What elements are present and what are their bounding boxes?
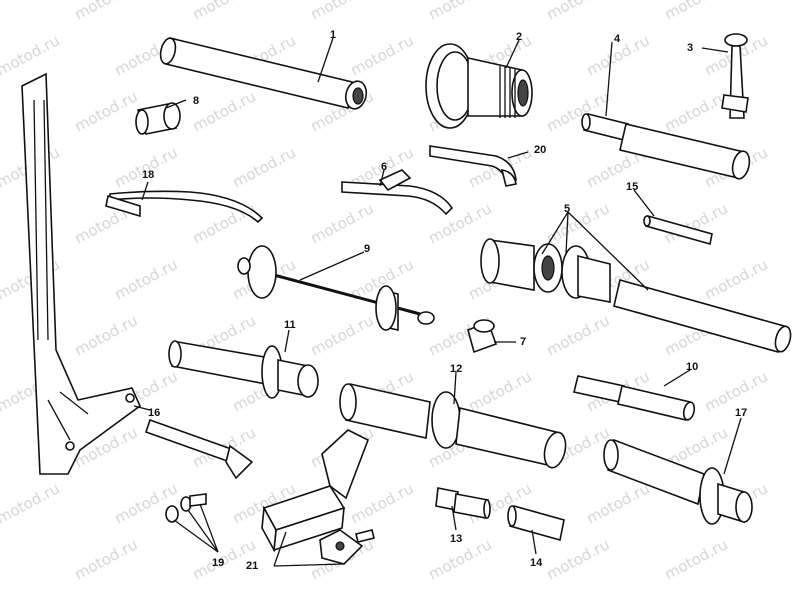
watermark-text: motod.ru bbox=[71, 87, 140, 135]
label-19: 19 bbox=[212, 557, 224, 569]
part-8-collar bbox=[135, 102, 181, 135]
part-1-tube bbox=[159, 37, 368, 110]
watermark-text: motod.ru bbox=[71, 535, 140, 583]
callout-labels: 1 2 3 4 5 6 7 8 9 10 11 12 13 14 15 16 1… bbox=[142, 29, 747, 572]
watermark-text: motod.ru bbox=[347, 31, 416, 79]
watermark-text: motod.ru bbox=[189, 199, 258, 247]
label-6: 6 bbox=[381, 161, 387, 173]
watermark-text: motod.ru bbox=[307, 0, 376, 24]
watermark-text: motod.ru bbox=[0, 31, 63, 79]
part-18-hook-spanner bbox=[105, 190, 264, 224]
label-8: 8 bbox=[193, 95, 199, 107]
part-13-bolt bbox=[435, 487, 491, 519]
part-2-flanged-sleeve bbox=[425, 43, 533, 129]
part-16-handle-frame bbox=[21, 72, 141, 475]
watermark-text: motod.ru bbox=[189, 0, 258, 24]
watermark-text: motod.ru bbox=[661, 0, 730, 24]
label-1: 1 bbox=[330, 29, 336, 41]
part-15-pin bbox=[643, 214, 713, 246]
label-10: 10 bbox=[686, 361, 698, 373]
label-17: 17 bbox=[735, 407, 747, 419]
part-6-spanner bbox=[341, 169, 454, 216]
watermark-text: motod.ru bbox=[229, 143, 298, 191]
label-14: 14 bbox=[530, 557, 543, 569]
label-11: 11 bbox=[284, 319, 296, 331]
label-21: 21 bbox=[246, 560, 258, 572]
watermark-text: motod.ru bbox=[111, 143, 180, 191]
part-5-kit bbox=[480, 238, 792, 353]
part-17-driver bbox=[603, 438, 753, 525]
label-12: 12 bbox=[450, 363, 462, 375]
label-13: 13 bbox=[450, 533, 462, 545]
part-21-box bbox=[261, 429, 375, 565]
part-10-drift bbox=[573, 375, 696, 421]
part-12-long-driver bbox=[339, 383, 567, 469]
part-7-small-sleeve bbox=[467, 319, 498, 354]
part-9-puller-assembly bbox=[237, 245, 435, 331]
part-14-pin bbox=[507, 504, 565, 542]
part-19-small-pieces bbox=[165, 493, 207, 523]
watermark-text: motod.ru bbox=[543, 311, 612, 359]
part-4-stepped-drift bbox=[581, 113, 751, 180]
watermark-text: motod.ru bbox=[111, 255, 180, 303]
label-9: 9 bbox=[364, 243, 370, 255]
watermark-text: motod.ru bbox=[701, 255, 770, 303]
part-16-open-spanner bbox=[144, 418, 254, 480]
label-2: 2 bbox=[516, 31, 522, 43]
part-3-clip bbox=[721, 33, 749, 119]
watermark-text: motod.ru bbox=[347, 479, 416, 527]
watermark-text: motod.ru bbox=[425, 199, 494, 247]
label-5: 5 bbox=[564, 203, 570, 215]
label-7: 7 bbox=[520, 336, 526, 348]
watermark-text: motod.ru bbox=[543, 535, 612, 583]
part-11-driver bbox=[168, 340, 319, 399]
watermark-text: motod.ru bbox=[661, 535, 730, 583]
label-4: 4 bbox=[614, 33, 621, 45]
watermark-text: motod.ru bbox=[543, 199, 612, 247]
watermark-text: motod.ru bbox=[0, 479, 63, 527]
label-15: 15 bbox=[626, 181, 638, 193]
watermark-text: motod.ru bbox=[661, 87, 730, 135]
watermark-text: motod.ru bbox=[425, 0, 494, 24]
watermark-text: motod.ru bbox=[465, 367, 534, 415]
label-18: 18 bbox=[142, 169, 154, 181]
watermark-text: motod.ru bbox=[307, 199, 376, 247]
label-3: 3 bbox=[687, 42, 693, 54]
watermark-text: motod.ru bbox=[307, 311, 376, 359]
label-16: 16 bbox=[148, 407, 160, 419]
part-20-spanner bbox=[429, 145, 517, 187]
watermark-text: motod.ru bbox=[71, 311, 140, 359]
label-20: 20 bbox=[534, 144, 546, 156]
watermark-text: motod.ru bbox=[71, 0, 140, 24]
watermark-text: motod.ru bbox=[189, 87, 258, 135]
leader-lines bbox=[133, 37, 742, 567]
watermark-text: motod.ru bbox=[583, 479, 652, 527]
watermark-text: motod.ru bbox=[543, 0, 612, 24]
